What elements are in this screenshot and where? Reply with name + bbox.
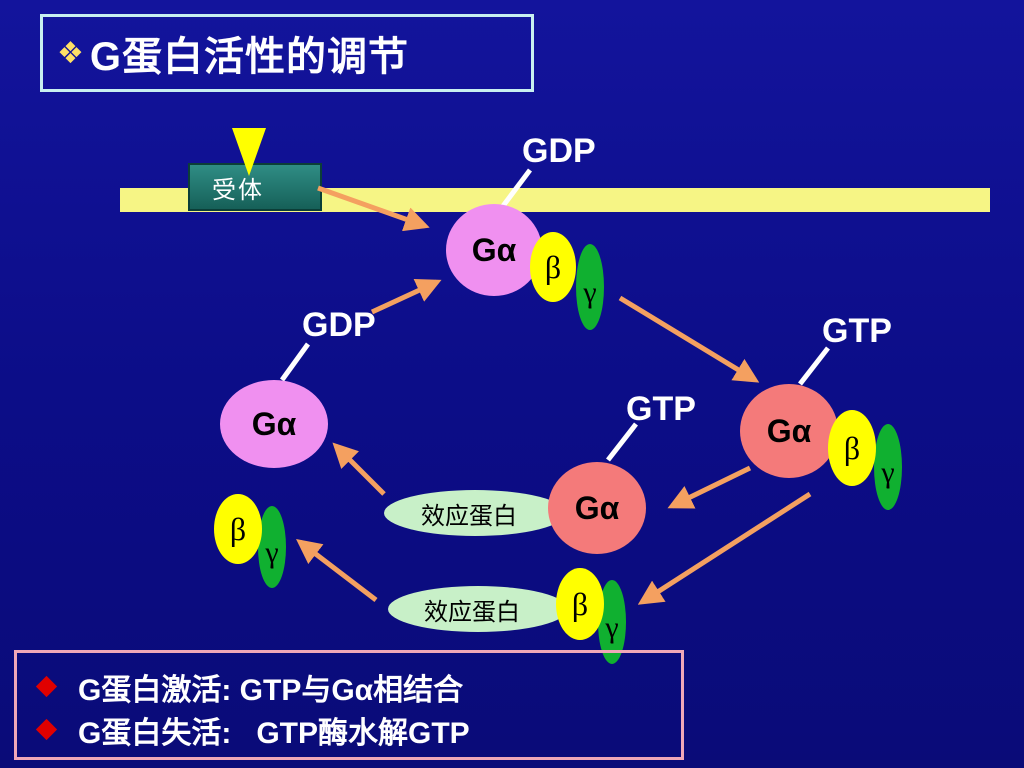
note-inactivation-text: G蛋白失活: GTP酶水解GTP [78, 716, 470, 750]
beta-free-label: β [229, 510, 247, 547]
beta-top: β [530, 232, 576, 302]
gamma-right: γ [874, 424, 902, 510]
gtp-stem-center [606, 422, 638, 462]
beta-top-label: β [544, 248, 562, 285]
gdp-label-left: GDP [302, 306, 376, 344]
beta-bottom-label: β [571, 585, 589, 622]
note-activation-text: G蛋白激活: GTP与Gα相结合 [78, 673, 464, 707]
arrow-active-to-betagamma-effector [637, 491, 812, 605]
gamma-free-label: γ [265, 536, 279, 569]
gamma-right-label: γ [881, 456, 895, 489]
arrow-gdp-to-trimer [370, 279, 442, 315]
receptor-label: 受体 [212, 175, 264, 204]
notes-box: G蛋白激活: GTP与Gα相结合 G蛋白失活: GTP酶水解GTP [14, 650, 684, 760]
g-alpha-top-label: Gα [471, 231, 517, 268]
gdp-stem-left [279, 342, 311, 382]
diamond-bullet-icon [35, 718, 58, 741]
g-alpha-right: Gα [740, 384, 838, 478]
title-bullet-icon: ❖ [57, 36, 84, 70]
gamma-top-label: γ [583, 276, 597, 309]
beta-right-label: β [843, 429, 861, 466]
gamma-free: γ [258, 506, 286, 588]
g-alpha-left: Gα [220, 380, 328, 468]
gamma-top: γ [576, 244, 604, 330]
g-alpha-left-label: Gα [251, 405, 297, 442]
arrow-receptor-to-trimer [317, 185, 430, 232]
g-alpha-right-label: Gα [766, 412, 812, 449]
note-inactivation: G蛋白失活: GTP酶水解GTP [31, 708, 681, 751]
ligand-icon [232, 128, 266, 176]
gdp-stem-top [501, 168, 532, 208]
arrow-betagamma-effector-to-free [296, 538, 378, 602]
g-alpha-center: Gα [548, 462, 646, 554]
arrow-alpha-effector-to-gdp [332, 442, 386, 496]
effector-alpha-label: 效应蛋白 [421, 501, 517, 530]
diamond-bullet-icon [35, 675, 58, 698]
arrow-trimer-to-active [618, 295, 760, 383]
beta-right: β [828, 410, 876, 486]
gdp-label-top: GDP [522, 132, 596, 170]
beta-bottom: β [556, 568, 604, 640]
gtp-label-center: GTP [626, 390, 696, 428]
gamma-bottom-label: γ [605, 611, 619, 644]
effector-protein-alpha: 效应蛋白 [384, 490, 566, 536]
note-activation: G蛋白激活: GTP与Gα相结合 [31, 665, 681, 708]
title-box: ❖ G蛋白活性的调节 [40, 14, 534, 92]
gtp-stem-right [798, 346, 830, 386]
effector-protein-betagamma: 效应蛋白 [388, 586, 568, 632]
effector-betagamma-label: 效应蛋白 [424, 597, 520, 626]
gtp-label-right: GTP [822, 312, 892, 350]
arrow-active-to-alpha-effector [667, 465, 752, 509]
page-title: G蛋白活性的调节 [89, 35, 410, 79]
beta-free: β [214, 494, 262, 564]
g-alpha-center-label: Gα [574, 489, 620, 526]
g-alpha-top: Gα [446, 204, 542, 296]
